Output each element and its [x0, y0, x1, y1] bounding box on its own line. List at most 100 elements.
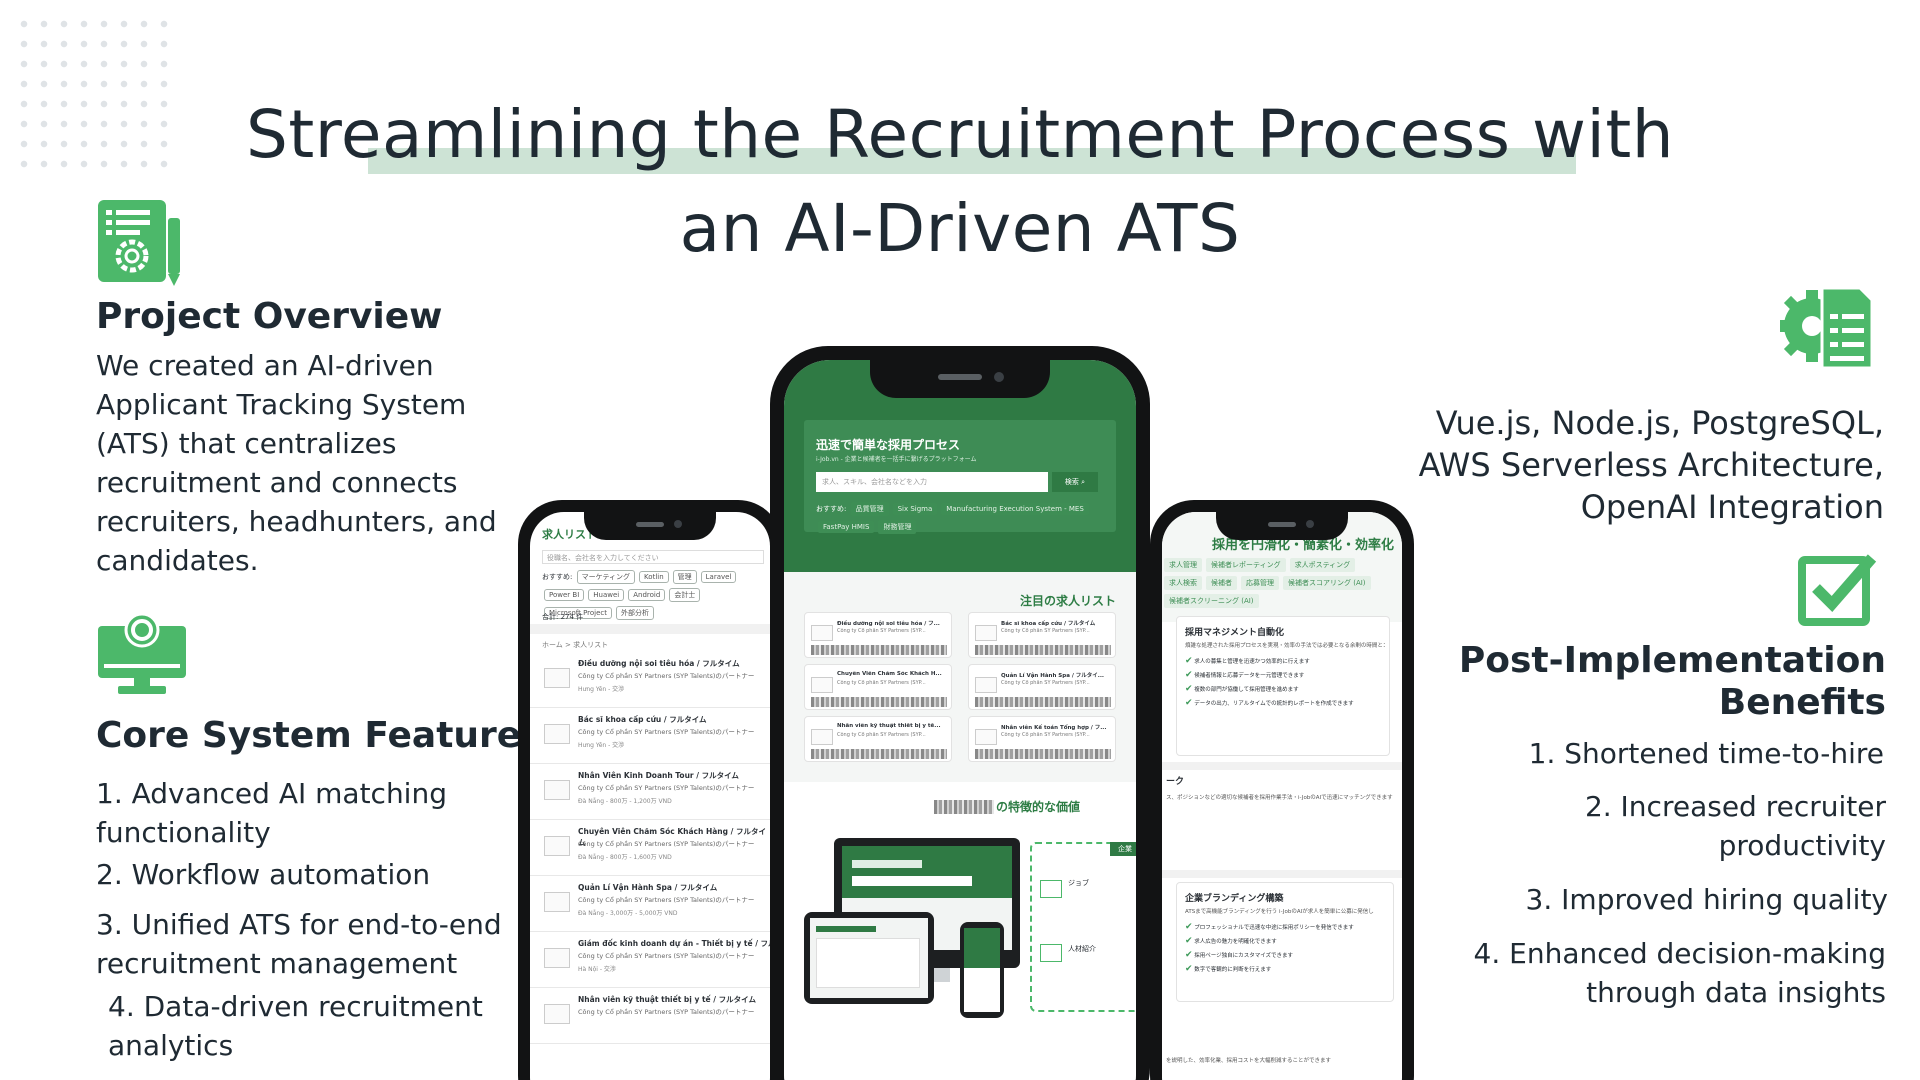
skill-chip[interactable]: Laravel: [700, 571, 737, 583]
tag-chip[interactable]: Manufacturing Execution System - MES: [941, 503, 1089, 515]
feature-tab[interactable]: 求人管理: [1164, 558, 1202, 572]
company-logo: [975, 729, 997, 745]
card-item: 採用ページ独自にカスタマイズできます: [1194, 953, 1294, 959]
skill-chip[interactable]: Android: [628, 589, 666, 601]
job-card[interactable]: Bác sĩ khoa cấp cứu / フルタイム Công ty Cổ p…: [968, 612, 1116, 658]
company-logo: [811, 677, 833, 693]
feature-tab[interactable]: 応募管理: [1241, 576, 1279, 590]
job-title: Chuyên Viên Chăm Sóc Khách H...: [837, 671, 942, 677]
job-search-input[interactable]: 役職名、会社名を入力してください: [542, 550, 764, 564]
phone-right-screen: 採用を円滑化・簡素化・効率化 求人管理候補者レポーティング求人ポスティング求人検…: [1162, 512, 1402, 1080]
company-logo: [975, 677, 997, 693]
job-title: Quản Lí Vận Hành Spa / フルタイム: [578, 883, 718, 892]
feature-line: 1. Advanced AI matching: [96, 777, 447, 810]
feature-line: 4. Data-driven recruitment: [108, 990, 483, 1023]
screen-bar: [816, 926, 876, 932]
side-label: ジョブ: [1068, 879, 1089, 887]
hero-search-button[interactable]: 検索 ⌕: [1052, 472, 1098, 492]
phone-speaker: [938, 374, 982, 380]
job-card[interactable]: Chuyên Viên Chăm Sóc Khách H... Công ty …: [804, 664, 952, 710]
features-heading: Core System Features: [96, 715, 543, 756]
tag-chip[interactable]: FastPay HMIS: [818, 521, 875, 533]
screen-body: [816, 938, 920, 988]
card-list: ✔ 求人の募集と管理を迅速かつ効率的に行えます ✔ 候補者情報と応募データを一元…: [1185, 655, 1354, 711]
company-badge: 企業: [1110, 842, 1136, 856]
job-title: Nhân Viên Kinh Doanh Tour / フルタイム: [578, 771, 739, 780]
feature-tabs: 求人管理候補者レポーティング求人ポスティング求人検索候補者応募管理候補者スコアリ…: [1162, 556, 1398, 610]
job-row[interactable]: Nhân Viên Kinh Doanh Tour / フルタイム Công t…: [530, 764, 770, 820]
job-row[interactable]: Chuyên Viên Chăm Sóc Khách Hàng / フルタイム …: [530, 820, 770, 876]
overview-line: recruitment and connects: [96, 466, 458, 499]
hero-banner: 迅速で簡単な採用プロセス i-Job.vn - 企業と候補者を一括手に繋げるプラ…: [784, 360, 1136, 572]
benefit-line: 1. Shortened time-to-hire: [1528, 737, 1884, 770]
card-desc: ス、ポジションなどの適切な候補者を採用作業手法・i-JobのAIで迅速にマッチン…: [1166, 795, 1393, 801]
job-meta: Đà Nẵng - 800万 - 1,200万 VND: [578, 798, 672, 805]
recommend-label: おすすめ:: [542, 573, 573, 581]
skill-chip[interactable]: 会計士: [669, 588, 701, 602]
feature-line: 3. Unified ATS for end-to-end: [96, 908, 502, 941]
overview-heading: Project Overview: [96, 296, 443, 337]
check-icon: ✔: [1185, 698, 1193, 708]
feature-tab[interactable]: 求人ポスティング: [1289, 558, 1356, 572]
skill-chip[interactable]: Microsoft Project: [544, 607, 613, 619]
job-meta: Hưng Yên - 交渉: [578, 686, 625, 693]
card-desc: ATSまで高機能ブランディングを行う i-JobのAIが求人を簡単に公募に発信し: [1185, 909, 1374, 915]
company-logo: [811, 729, 833, 745]
job-card[interactable]: Điều dưỡng nội soi tiêu hóa / フ... Công …: [804, 612, 952, 658]
phone-right: 採用を円滑化・簡素化・効率化 求人管理候補者レポーティング求人ポスティング求人検…: [1150, 500, 1414, 1080]
job-row[interactable]: Quản Lí Vận Hành Spa / フルタイム Công ty Cổ …: [530, 876, 770, 932]
job-title: Bác sĩ khoa cấp cứu / フルタイム: [578, 715, 707, 724]
card-desc: 煩雑な処理された採用プロセスを実現・効率の手法では必要となる余剰の時間とコスト: [1185, 643, 1385, 649]
hero-search-input[interactable]: 求人、スキル、会社名などを入力: [816, 472, 1048, 492]
skill-chip[interactable]: Power BI: [544, 589, 585, 601]
search-icon: ⌕: [1081, 478, 1086, 486]
benefit-item-2: 2. Increased recruiter productivity: [1286, 787, 1886, 865]
feature-tab[interactable]: 候補者レポーティング: [1206, 558, 1286, 572]
job-meta: Đà Nẵng - 3,000万 - 5,000万 VND: [578, 910, 678, 917]
benefit-line: 2. Increased recruiter: [1584, 790, 1886, 823]
blurred-text: [934, 800, 994, 814]
skill-chip[interactable]: マーケティング: [576, 570, 636, 584]
card-item: 求人の募集と管理を迅速かつ効率的に行えます: [1194, 659, 1310, 665]
feature-tab[interactable]: 候補者スコアリング (AI): [1283, 576, 1371, 590]
tag-chip[interactable]: Six Sigma: [892, 503, 938, 515]
feature-tab[interactable]: 候補者スクリーニング (AI): [1164, 594, 1259, 608]
job-row[interactable]: Giám đốc kinh doanh dự án - Thiết bị y t…: [530, 932, 770, 988]
feature-tab[interactable]: 候補者: [1206, 576, 1237, 590]
job-total: 合計: 274 件: [542, 613, 584, 621]
divider: [530, 624, 770, 634]
document-gear-icon: [96, 198, 184, 286]
job-company: Công ty Cổ phần SY Partners (SYP Talents…: [578, 728, 755, 736]
skill-chip[interactable]: Huawei: [588, 589, 625, 601]
tag-chip[interactable]: 財務管理: [878, 520, 917, 534]
job-title: Điều dưỡng nội soi tiêu hóa / フ...: [837, 621, 940, 627]
check-icon: ✔: [1185, 656, 1193, 666]
card-item: データの出力、リアルタイムでの統計的レポートを作成できます: [1194, 701, 1354, 707]
divider: [1162, 870, 1402, 878]
job-company: Công ty Cổ phần SY Partners (SYP...: [837, 628, 926, 634]
value-title: の特徴的な価値: [996, 800, 1081, 814]
tag-chip[interactable]: 品質管理: [850, 502, 889, 516]
skill-chip[interactable]: Kotlin: [639, 571, 669, 583]
job-company: Công ty Cổ phần SY Partners (SYP...: [1001, 628, 1090, 634]
check-icon: ✔: [1185, 936, 1193, 946]
title-line-1: Streamlining the Recruitment Process wit…: [245, 96, 1675, 173]
side-label: 人材紹介: [1068, 945, 1096, 953]
skill-chip[interactable]: 管理: [672, 570, 697, 584]
monitor-gear-icon: [96, 612, 188, 696]
job-title: Chuyên Viên Chăm Sóc Khách Hàng / フルタイム: [578, 827, 766, 847]
skill-chip[interactable]: 外部分析: [616, 606, 655, 620]
job-row[interactable]: Điều dưỡng nội soi tiêu hóa / フルタイム Công…: [530, 652, 770, 708]
job-card[interactable]: Nhân viên Kế toán Tổng hợp / フ... Công t…: [968, 716, 1116, 762]
value-side-panel: 企業 ジョブ 人材紹介: [1030, 842, 1136, 1012]
feature-item-2: 2. Workflow automation: [96, 855, 430, 894]
company-logo: [544, 668, 570, 688]
job-row[interactable]: Nhân viên kỹ thuật thiết bị y tế / フルタイム…: [530, 988, 770, 1044]
job-row[interactable]: Bác sĩ khoa cấp cứu / フルタイム Công ty Cổ p…: [530, 708, 770, 764]
phone-speaker: [636, 522, 664, 527]
feature-tab[interactable]: 求人検索: [1164, 576, 1202, 590]
job-card[interactable]: Quản Lí Vận Hành Spa / フルタイ... Công ty C…: [968, 664, 1116, 710]
overview-text: We created an AI-driven Applicant Tracki…: [96, 346, 497, 580]
job-card[interactable]: Nhân viên kỹ thuật thiết bị y tế... Công…: [804, 716, 952, 762]
card-item: 複数の部門が協働して採用管理を進めます: [1194, 687, 1299, 693]
